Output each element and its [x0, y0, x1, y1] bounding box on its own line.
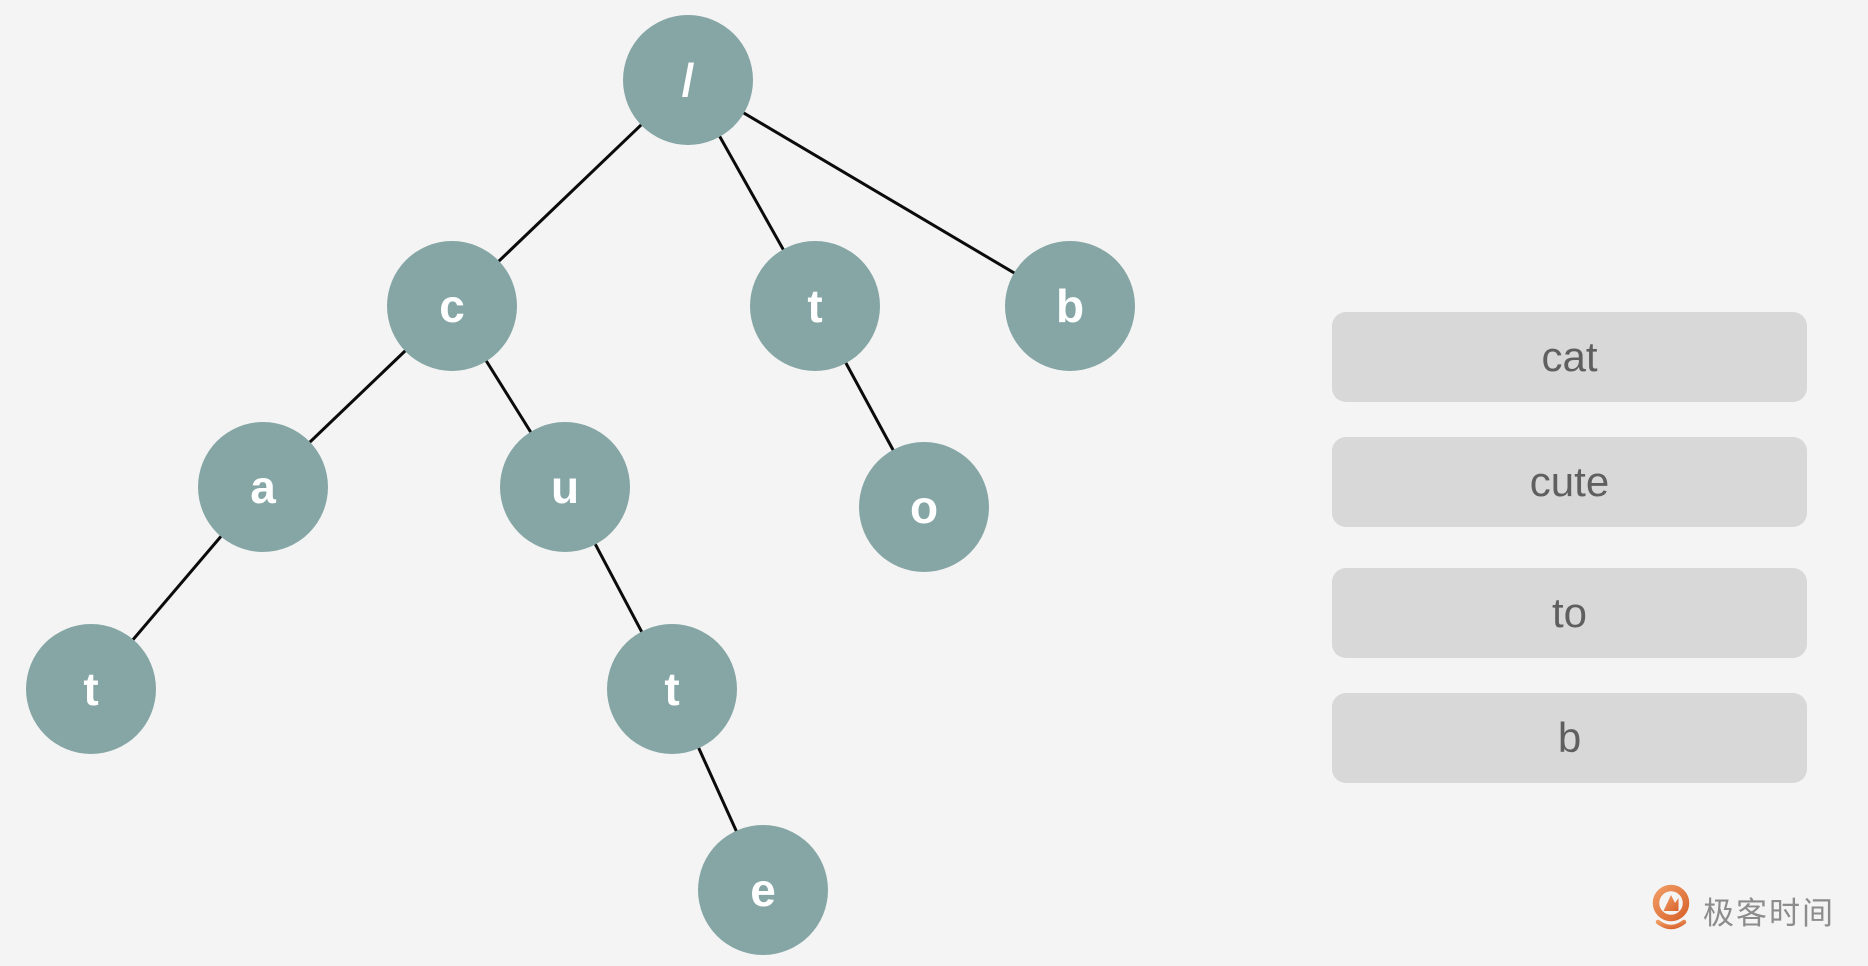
node-label: b — [1056, 280, 1084, 332]
trie-node-t-2: t — [26, 624, 156, 754]
word-chip-to: to — [1332, 568, 1807, 658]
geektime-logo-icon — [1652, 884, 1690, 930]
node-label: c — [439, 280, 465, 332]
geektime-logo: 极客时间 — [1648, 882, 1835, 938]
trie-node-c: c — [387, 241, 517, 371]
word-chip-cat: cat — [1332, 312, 1807, 402]
trie-node-root: / — [623, 15, 753, 145]
word-chip-b: b — [1332, 693, 1807, 783]
node-circle — [698, 825, 828, 955]
trie-node-b: b — [1005, 241, 1135, 371]
tree-nodes: / c t b a u o — [26, 15, 1135, 955]
node-circle — [387, 241, 517, 371]
node-label: u — [551, 461, 579, 513]
trie-tree-svg: / c t b a u o — [26, 15, 1135, 955]
node-circle — [859, 442, 989, 572]
geektime-logo-text: 极客时间 — [1703, 895, 1835, 931]
node-label: t — [83, 663, 98, 715]
node-circle — [198, 422, 328, 552]
node-circle — [500, 422, 630, 552]
trie-node-o: o — [859, 442, 989, 572]
trie-node-t-3: t — [607, 624, 737, 754]
trie-node-e: e — [698, 825, 828, 955]
node-circle — [26, 624, 156, 754]
edge-root-b — [687, 78, 1071, 308]
node-label: o — [910, 481, 938, 533]
trie-node-a: a — [198, 422, 328, 552]
node-circle — [607, 624, 737, 754]
trie-node-u: u — [500, 422, 630, 552]
node-label: e — [750, 864, 776, 916]
node-label: t — [664, 663, 679, 715]
trie-node-t-1: t — [750, 241, 880, 371]
node-label: t — [807, 280, 822, 332]
node-label: a — [250, 461, 276, 513]
node-label: / — [682, 54, 695, 106]
node-circle — [1005, 241, 1135, 371]
node-circle — [623, 15, 753, 145]
node-circle — [750, 241, 880, 371]
word-chip-cute: cute — [1332, 437, 1807, 527]
